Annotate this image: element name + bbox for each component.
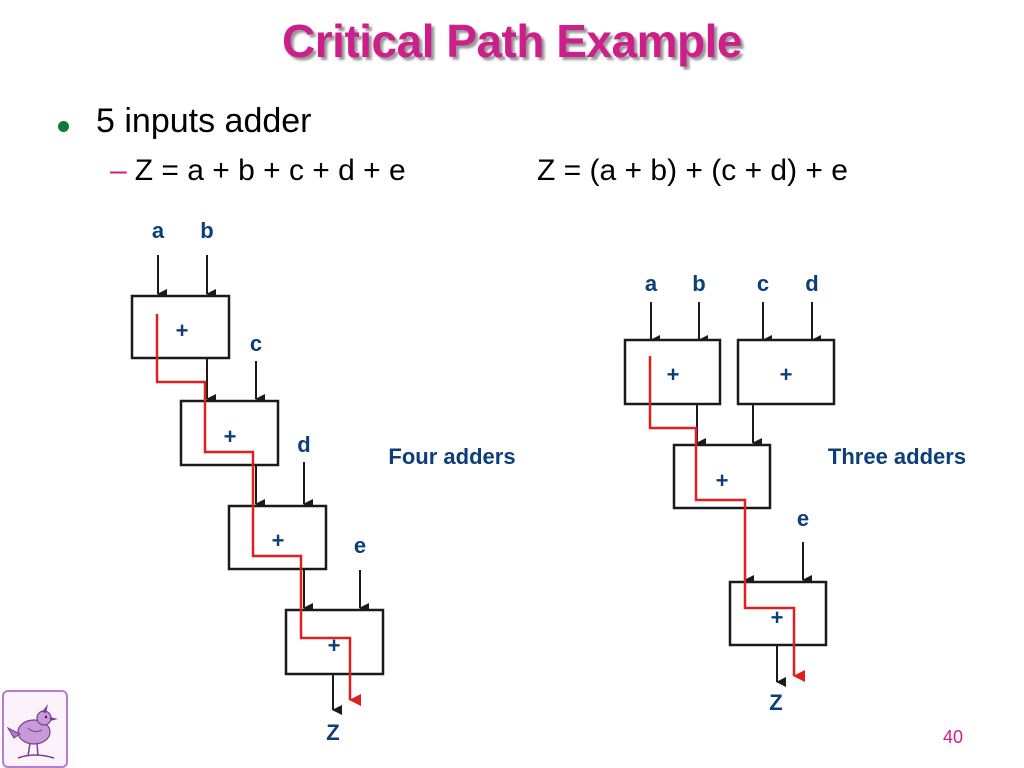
adder-ab-plus: + — [667, 362, 680, 387]
equation-left: Z = a + b + c + d + e — [134, 154, 406, 187]
input-e-label: e — [354, 533, 366, 558]
bullet-text: 5 inputs adder — [96, 102, 312, 140]
input-a-label: a — [152, 218, 165, 243]
bullet-dot-icon — [58, 121, 69, 132]
adder-box-3 — [227, 504, 328, 571]
output-z-label: Z — [326, 720, 339, 745]
right-critical-path — [648, 356, 805, 682]
adder-box-ab — [623, 338, 722, 406]
adder-box-cd — [736, 338, 836, 406]
adder-2-plus: + — [224, 424, 237, 449]
adder-mid-plus: + — [716, 468, 729, 493]
sub-bullet-left: –Z = a + b + c + d + e — [110, 154, 406, 188]
adder-cd-plus: + — [780, 362, 793, 387]
left-caption: Four adders — [388, 444, 515, 469]
adder-final-plus: + — [771, 605, 784, 630]
right-caption: Three adders — [828, 444, 966, 469]
adder-box-1 — [130, 294, 231, 360]
dash-icon: – — [110, 154, 127, 187]
input-b-label: b — [200, 218, 213, 243]
left-adder-chain: a b c d e + + + + Z Four adders — [130, 218, 516, 745]
input-e-label: e — [797, 506, 809, 531]
input-c-label: c — [757, 271, 769, 296]
input-d-label: d — [297, 432, 310, 457]
right-adder-tree: a b c d e + + + + Z Three adders — [623, 271, 966, 715]
equation-right: Z = (a + b) + (c + d) + e — [537, 154, 848, 187]
lark-bird-icon — [2, 690, 68, 768]
adder-3-plus: + — [272, 528, 285, 553]
adder-box-2 — [179, 399, 280, 467]
adder-box-mid — [672, 443, 772, 510]
input-a-label: a — [645, 271, 658, 296]
input-c-label: c — [250, 331, 262, 356]
adder-1-plus: + — [176, 318, 189, 343]
slide-title: Critical Path Example — [282, 15, 742, 67]
left-critical-path — [155, 314, 361, 706]
page-number: 40 — [943, 727, 963, 747]
input-b-label: b — [692, 271, 705, 296]
input-d-label: d — [805, 271, 818, 296]
output-z-label: Z — [769, 690, 782, 715]
